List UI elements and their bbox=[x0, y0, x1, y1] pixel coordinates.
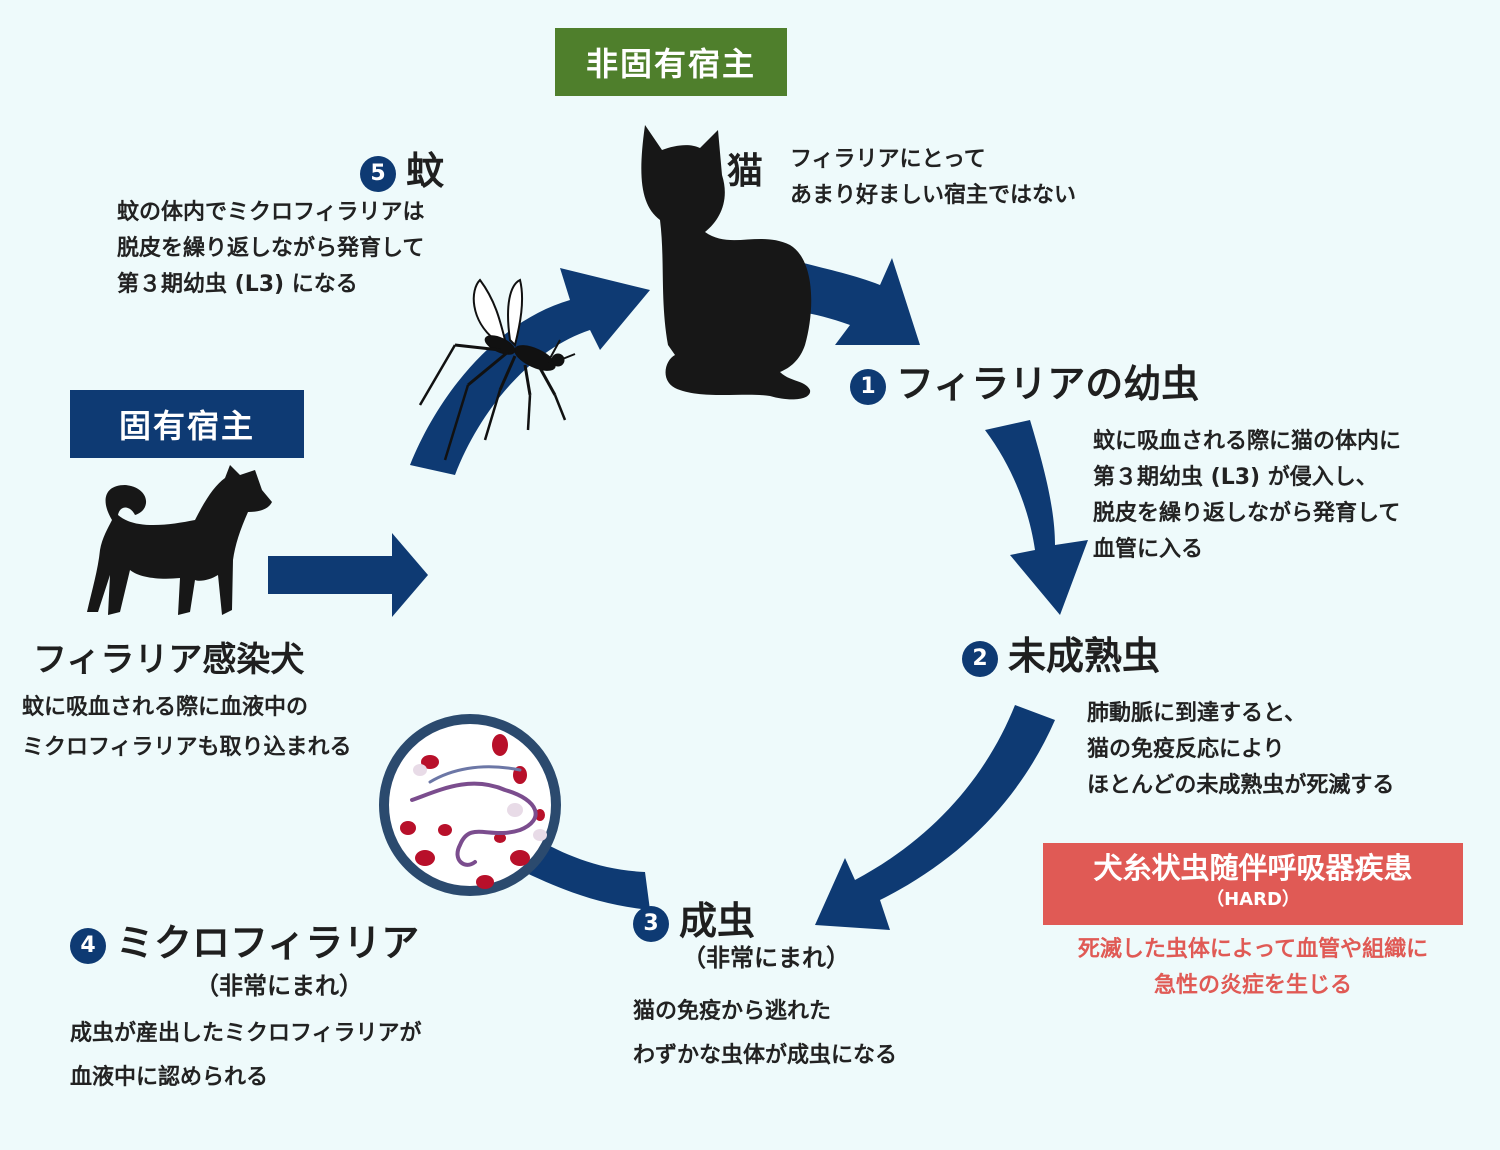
step3-heading: 3 成虫 bbox=[633, 890, 755, 945]
step5-title: 蚊 bbox=[406, 149, 445, 193]
step1-desc-line: 血管に入る bbox=[1093, 537, 1204, 562]
arrow-immature-to-adult-icon bbox=[815, 705, 1055, 930]
step3-title: 成虫 bbox=[679, 899, 756, 943]
dog-desc-line: ミクロフィラリアも取り込まれる bbox=[22, 735, 352, 760]
step2-number: 2 bbox=[962, 640, 998, 677]
cat-title: 猫 bbox=[727, 151, 764, 192]
step5-desc-line: 脱皮を繰り返しながら発育して bbox=[117, 236, 425, 261]
step1-heading: 1 フィラリアの幼虫 bbox=[850, 353, 1199, 408]
step1-description: 蚊に吸血される際に猫の体内に 第３期幼虫 (L3) が侵入し、 脱皮を繰り返しな… bbox=[1093, 424, 1401, 568]
step4-desc-line: 成虫が産出したミクロフィラリアが bbox=[70, 1021, 422, 1046]
dog-desc-line: 蚊に吸血される際に血液中の bbox=[22, 695, 309, 720]
step1-title: フィラリアの幼虫 bbox=[896, 362, 1200, 406]
hard-title: 犬糸状虫随伴呼吸器疾患 bbox=[1093, 851, 1413, 885]
cat-silhouette-icon bbox=[641, 125, 812, 400]
dog-silhouette-icon bbox=[87, 465, 272, 615]
cat-desc-line: フィラリアにとって bbox=[790, 147, 986, 172]
step1-number: 1 bbox=[850, 368, 886, 405]
hard-disease-box: 犬糸状虫随伴呼吸器疾患 （HARD） bbox=[1043, 843, 1463, 925]
definitive-host-label: 固有宿主 bbox=[70, 390, 304, 458]
step3-desc-line: わずかな虫体が成虫になる bbox=[633, 1043, 898, 1068]
arrow-dog-to-mosquito-icon bbox=[268, 533, 428, 617]
step4-heading: 4 ミクロフィラリア bbox=[70, 912, 419, 967]
step5-desc-line: 蚊の体内でミクロフィラリアは bbox=[117, 200, 425, 225]
step5-desc-line: 第３期幼虫 (L3) になる bbox=[117, 272, 358, 297]
arrow-mosquito-to-cat-icon bbox=[410, 268, 650, 475]
step2-heading: 2 未成熟虫 bbox=[962, 625, 1160, 680]
step1-desc-line: 蚊に吸血される際に猫の体内に bbox=[1093, 429, 1402, 454]
step5-number: 5 bbox=[360, 155, 396, 192]
hard-desc-line: 死滅した虫体によって血管や組織に bbox=[1077, 937, 1429, 962]
step3-subtitle: （非常にまれ） bbox=[682, 944, 850, 972]
arrow-cat-to-larva-icon bbox=[800, 258, 920, 345]
step2-title: 未成熟虫 bbox=[1008, 634, 1161, 678]
step4-title: ミクロフィラリア bbox=[116, 921, 420, 965]
step5-description: 蚊の体内でミクロフィラリアは 脱皮を繰り返しながら発育して 第３期幼虫 (L3)… bbox=[117, 195, 425, 303]
dog-description: 蚊に吸血される際に血液中の ミクロフィラリアも取り込まれる bbox=[22, 690, 352, 766]
step2-description: 肺動脈に到達すると、 猫の免疫反応により ほとんどの未成熟虫が死滅する bbox=[1087, 696, 1394, 804]
cat-desc-line: あまり好ましい宿主ではない bbox=[790, 183, 1077, 208]
step1-desc-line: 第３期幼虫 (L3) が侵入し、 bbox=[1093, 465, 1378, 490]
step4-desc-line: 血液中に認められる bbox=[70, 1065, 269, 1090]
hard-desc-line: 急性の炎症を生じる bbox=[1153, 973, 1352, 998]
arrow-larva-to-immature-icon bbox=[985, 420, 1088, 615]
dog-title: フィラリア感染犬 bbox=[33, 640, 305, 680]
step2-desc-line: ほとんどの未成熟虫が死滅する bbox=[1087, 773, 1395, 798]
step3-number: 3 bbox=[633, 905, 669, 942]
step3-description: 猫の免疫から逃れた わずかな虫体が成虫になる bbox=[633, 990, 897, 1078]
step4-number: 4 bbox=[70, 927, 106, 964]
step4-subtitle: （非常にまれ） bbox=[195, 972, 363, 1000]
non-definitive-host-label: 非固有宿主 bbox=[555, 28, 787, 96]
hard-description: 死滅した虫体によって血管や組織に 急性の炎症を生じる bbox=[1043, 932, 1463, 1004]
cat-description: フィラリアにとって あまり好ましい宿主ではない bbox=[790, 142, 1076, 214]
step4-description: 成虫が産出したミクロフィラリアが 血液中に認められる bbox=[70, 1012, 422, 1100]
step2-desc-line: 肺動脈に到達すると、 bbox=[1087, 701, 1307, 726]
magnifier-blood-icon bbox=[379, 714, 561, 896]
mosquito-icon bbox=[418, 278, 576, 461]
hard-subtitle: （HARD） bbox=[1206, 889, 1300, 910]
step3-desc-line: 猫の免疫から逃れた bbox=[633, 999, 832, 1024]
step1-desc-line: 脱皮を繰り返しながら発育して bbox=[1093, 501, 1401, 526]
step2-desc-line: 猫の免疫反応により bbox=[1087, 737, 1285, 762]
